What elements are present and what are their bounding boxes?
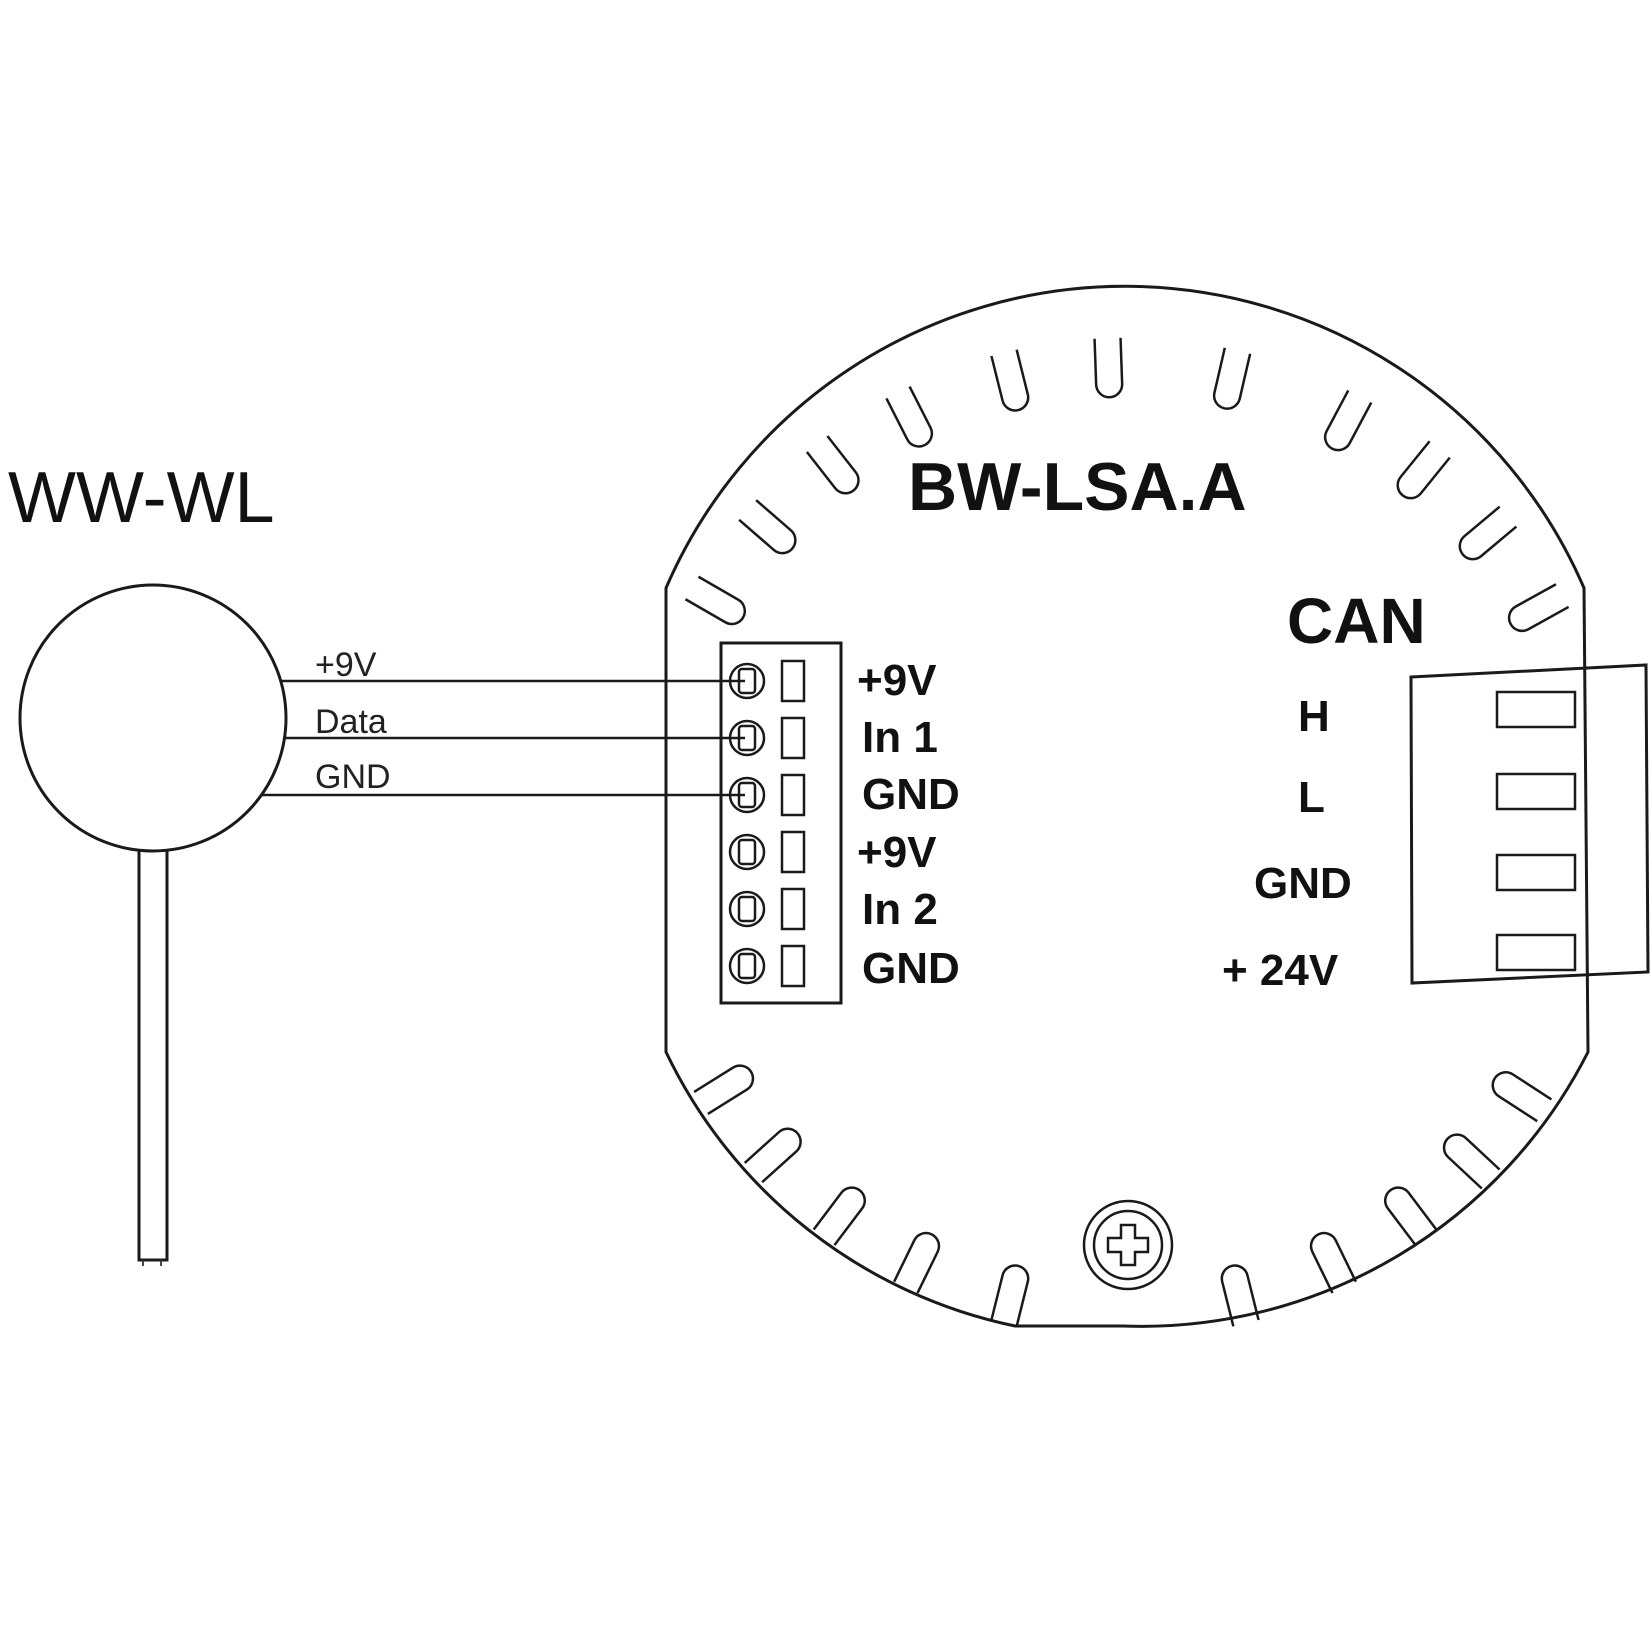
can-connector: CAN H L GND + 24V bbox=[1222, 585, 1650, 995]
terminal-wire-entry bbox=[780, 773, 806, 817]
terminal-screw-slot bbox=[737, 667, 757, 695]
terminal-label-9v-1: +9V bbox=[857, 656, 937, 705]
terminal-screw-slot bbox=[737, 724, 757, 752]
sensor-head bbox=[18, 583, 288, 853]
terminal-screw bbox=[728, 662, 766, 700]
housing-notch bbox=[738, 499, 797, 555]
module-title: BW-LSA.A bbox=[908, 449, 1247, 525]
can-label-24v: + 24V bbox=[1222, 946, 1339, 995]
terminal-screw-slot bbox=[737, 781, 757, 809]
can-pin-gnd bbox=[1495, 853, 1577, 892]
terminal-block-frame bbox=[719, 641, 843, 1005]
can-pin-l bbox=[1495, 772, 1577, 811]
terminal-label-gnd-2: GND bbox=[862, 944, 960, 993]
housing-notch bbox=[1383, 1186, 1438, 1246]
screw-icon bbox=[1082, 1199, 1174, 1291]
terminal-label-gnd-1: GND bbox=[862, 770, 960, 819]
terminal-wire-entry bbox=[780, 830, 806, 874]
terminal-screw bbox=[728, 890, 766, 928]
housing-notch bbox=[1458, 505, 1518, 561]
can-pin-h bbox=[1495, 690, 1577, 729]
module-outline bbox=[664, 284, 1590, 1328]
housing-notch bbox=[684, 575, 746, 626]
housing-notch bbox=[893, 1231, 941, 1294]
housing-notches-bottom bbox=[693, 1064, 1553, 1327]
sensor-title: WW-WL bbox=[8, 458, 275, 538]
terminal-screw-slot bbox=[737, 895, 757, 923]
housing-notch bbox=[1220, 1264, 1260, 1327]
terminal-label-9v-2: +9V bbox=[857, 828, 937, 877]
input-terminal-block: +9V In 1 GND +9V In 2 GND bbox=[719, 641, 960, 1005]
housing-notch bbox=[1323, 389, 1373, 452]
terminal-screw bbox=[728, 947, 766, 985]
terminal-wire-entry bbox=[780, 887, 806, 931]
housing-notch bbox=[1212, 347, 1252, 410]
housing-notch bbox=[812, 1186, 866, 1246]
terminal-wire-entry bbox=[780, 944, 806, 988]
can-label-gnd: GND bbox=[1254, 859, 1352, 908]
housing-notch bbox=[1309, 1232, 1357, 1294]
terminal-wire-entry bbox=[780, 716, 806, 760]
sensor-wires: +9V Data GND bbox=[262, 646, 745, 797]
terminal-screw-slot bbox=[737, 952, 757, 980]
terminal-rows bbox=[728, 659, 806, 988]
can-label-l: L bbox=[1298, 773, 1325, 822]
can-label-h: H bbox=[1298, 692, 1330, 741]
sensor-probe-stem bbox=[137, 851, 169, 1262]
terminal-wire-entry bbox=[780, 659, 806, 703]
terminal-screw-slot bbox=[737, 838, 757, 866]
wire-label-9v: +9V bbox=[315, 646, 377, 684]
housing-notch bbox=[1396, 440, 1451, 500]
terminal-label-in1: In 1 bbox=[862, 713, 938, 762]
housing-notch bbox=[1507, 583, 1570, 633]
housing-notch bbox=[1443, 1133, 1501, 1190]
terminal-screw bbox=[728, 719, 766, 757]
housing-notch bbox=[805, 435, 860, 495]
housing-notch bbox=[885, 386, 934, 448]
wire-label-data: Data bbox=[315, 703, 387, 741]
housing-notch bbox=[990, 349, 1030, 412]
housing-notch bbox=[990, 1264, 1030, 1327]
terminal-screw bbox=[728, 776, 766, 814]
housing-notch bbox=[1491, 1071, 1553, 1123]
housing-notches-top bbox=[684, 337, 1570, 633]
wire-label-gnd: GND bbox=[315, 758, 391, 796]
terminal-label-in2: In 2 bbox=[862, 885, 938, 934]
sensor-ww-wl: WW-WL bbox=[8, 458, 288, 1266]
terminal-screw bbox=[728, 833, 766, 871]
module-bw-lsa: BW-LSA.A +9V In 1 GND +9V In 2 GND CAN bbox=[664, 284, 1650, 1328]
can-title: CAN bbox=[1287, 585, 1426, 657]
housing-notch bbox=[693, 1064, 755, 1116]
can-pin-24v bbox=[1495, 933, 1577, 972]
housing-notch bbox=[743, 1127, 802, 1184]
can-connector-body bbox=[1409, 663, 1650, 985]
housing-notch bbox=[1093, 337, 1124, 399]
